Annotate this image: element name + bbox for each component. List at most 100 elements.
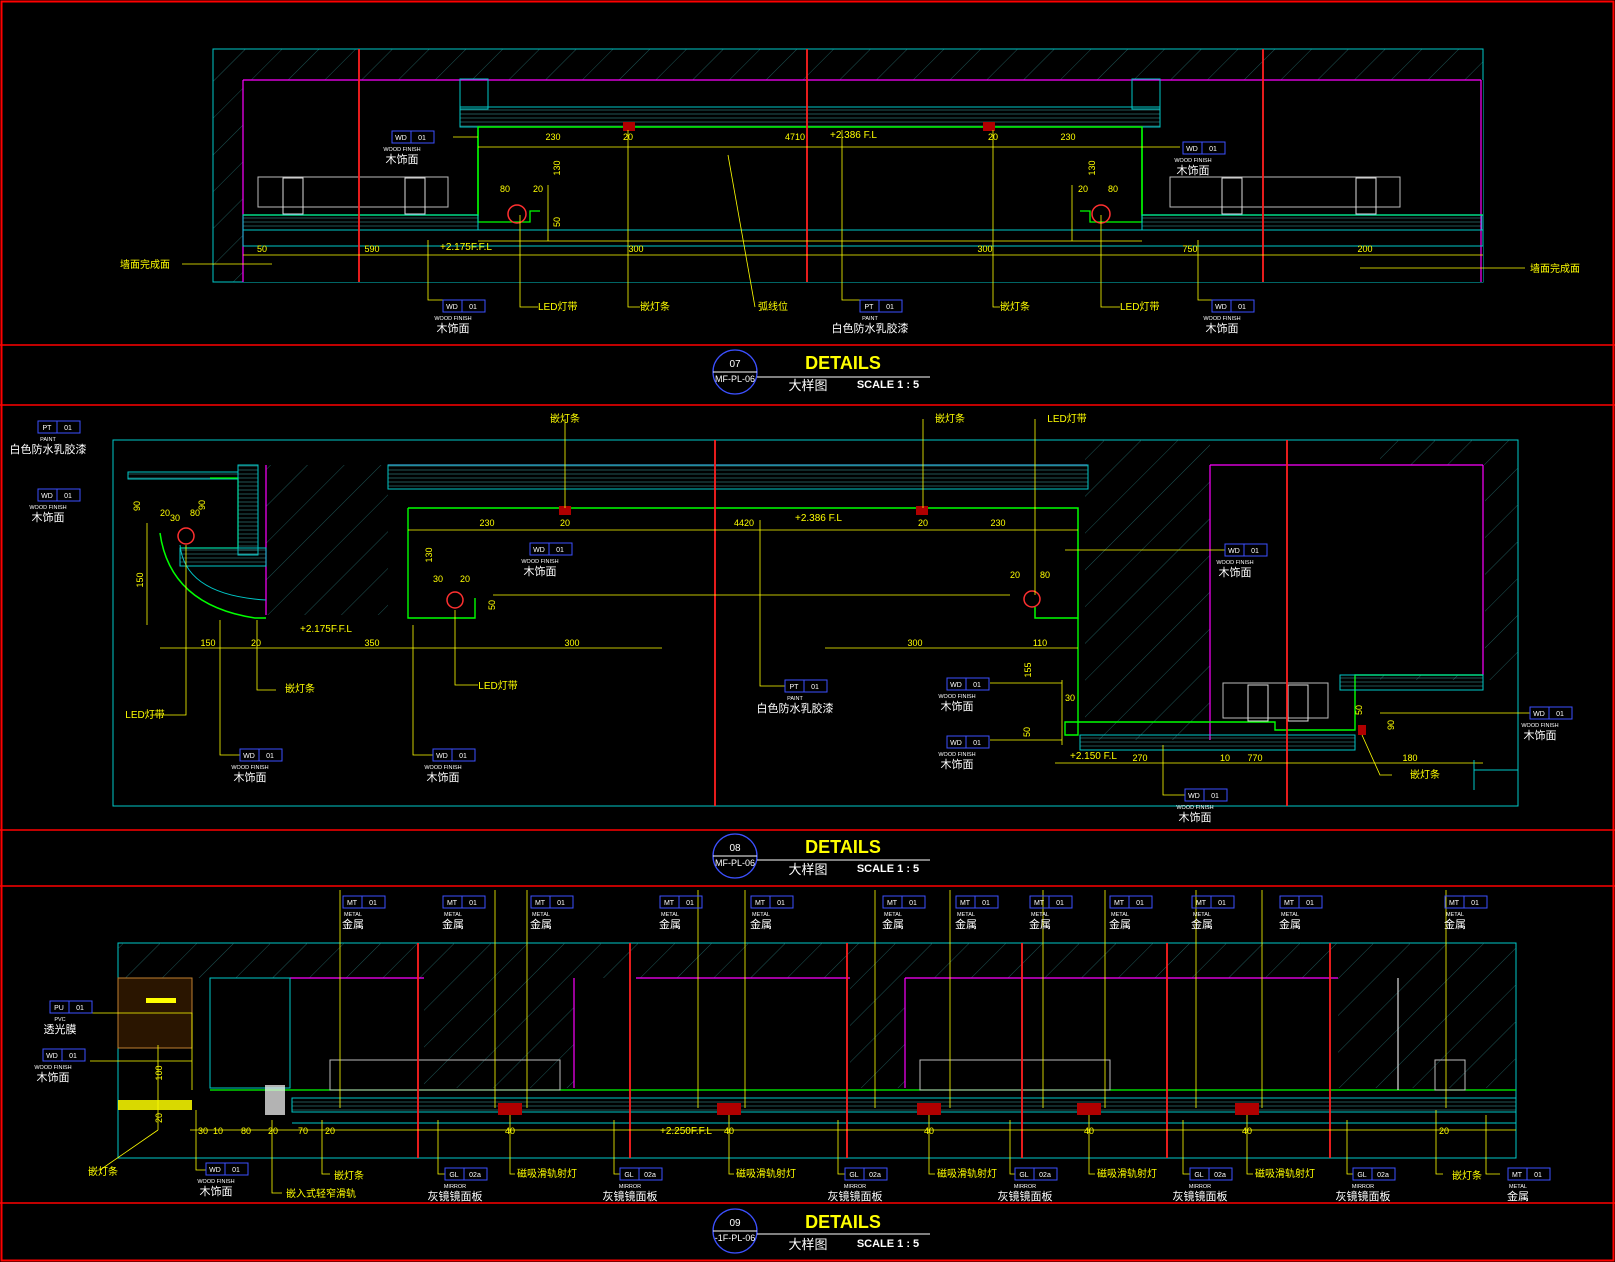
tag-box (1507, 1167, 1551, 1181)
tag-english: PAINT (40, 437, 56, 443)
tag-number: 01 (1471, 900, 1479, 907)
tag-english: METAL (532, 912, 550, 918)
detail-subtitle: 大样图 (788, 862, 827, 877)
level-marker: +2.175F.F.L (300, 624, 352, 635)
tag-code: WD (1188, 793, 1200, 800)
tag-box (1211, 299, 1255, 313)
dimension: 20 (988, 132, 998, 142)
tag-english: METAL (1446, 912, 1464, 918)
tag-box (442, 299, 486, 313)
tag-code: PU (54, 1005, 64, 1012)
tag-box (1182, 141, 1226, 155)
detail-07-drawing (182, 48, 1525, 308)
tag-english: WOOD FINISH (197, 1179, 234, 1185)
tag-box (342, 895, 386, 909)
tag-number: 01 (64, 425, 72, 432)
tag-box (391, 130, 435, 144)
dimension: 770 (1247, 753, 1262, 763)
dimension: 20 (1010, 570, 1020, 580)
tag-material: 金属 (1507, 1189, 1529, 1203)
tag-english: MIRROR (844, 1184, 866, 1190)
tag-number: 01 (1209, 146, 1217, 153)
tag-box (530, 895, 574, 909)
dimension: 30 (1065, 693, 1075, 703)
detail-title: DETAILS (805, 1212, 881, 1232)
tag-box (859, 299, 903, 313)
dimension: 20 (1078, 184, 1088, 194)
tag-code: MT (1284, 900, 1295, 907)
tag-material: 木饰面 (1524, 728, 1557, 742)
tag-code: GL (1194, 1172, 1203, 1179)
tag-code: WD (1186, 146, 1198, 153)
tag-code: MT (664, 900, 675, 907)
dimension: 10 (1220, 753, 1230, 763)
sheet-number: MF-PL-06 (715, 374, 755, 384)
tag-box (1014, 1167, 1058, 1181)
tag-english: WOOD FINISH (938, 694, 975, 700)
tag-material: 木饰面 (427, 770, 460, 784)
tag-box (529, 542, 573, 556)
tag-number: 01 (1306, 900, 1314, 907)
tag-number: 01 (459, 753, 467, 760)
dimension: 130 (424, 547, 434, 562)
tag-box (1029, 895, 1073, 909)
dimension: 80 (1040, 570, 1050, 580)
tag-number: 01 (69, 1053, 77, 1060)
tag-material: 金属 (342, 917, 364, 931)
tag-box (955, 895, 999, 909)
tag-number: 01 (1211, 793, 1219, 800)
tag-number: 02a (1377, 1172, 1389, 1179)
tag-material: 木饰面 (1219, 565, 1252, 579)
tag-code: WD (41, 493, 53, 500)
dimension: 590 (364, 244, 379, 254)
tag-english: WOOD FINISH (521, 559, 558, 565)
detail-scale: SCALE 1 : 5 (857, 1238, 919, 1250)
sheet-number: MF-PL-06 (715, 858, 755, 868)
tag-box (784, 679, 828, 693)
tag-english: METAL (1031, 912, 1049, 918)
tag-box (946, 735, 990, 749)
ceiling-board (291, 1097, 1517, 1113)
ceiling-board (242, 214, 479, 231)
tag-number: 02a (1214, 1172, 1226, 1179)
tag-number: 02a (869, 1172, 881, 1179)
tag-english: MIRROR (1014, 1184, 1036, 1190)
tag-code: MT (447, 900, 458, 907)
tag-english: WOOD FINISH (1203, 316, 1240, 322)
callout-label: 磁吸滑轨射灯 (1255, 1167, 1315, 1180)
tag-code: MT (887, 900, 898, 907)
hatched-wall (1085, 440, 1210, 740)
tag-code: WD (209, 1167, 221, 1174)
dimension: 200 (1357, 244, 1372, 254)
tag-number: 01 (1056, 900, 1064, 907)
tag-box (442, 895, 486, 909)
tag-code: WD (46, 1053, 58, 1060)
wall-finish-label: 墙面完成面 (120, 258, 170, 271)
dimension: 150 (135, 572, 145, 587)
tag-number: 01 (982, 900, 990, 907)
tag-material: 白色防水乳胶漆 (10, 442, 87, 456)
hatched-wall (850, 978, 905, 1088)
dimension: 750 (1182, 244, 1197, 254)
tag-number: 01 (973, 682, 981, 689)
tag-number: 02a (1039, 1172, 1051, 1179)
callout-label: 嵌灯条 (88, 1165, 118, 1178)
tag-number: 01 (64, 493, 72, 500)
tag-material: 透光膜 (44, 1022, 77, 1036)
detail-scale: SCALE 1 : 5 (857, 863, 919, 875)
